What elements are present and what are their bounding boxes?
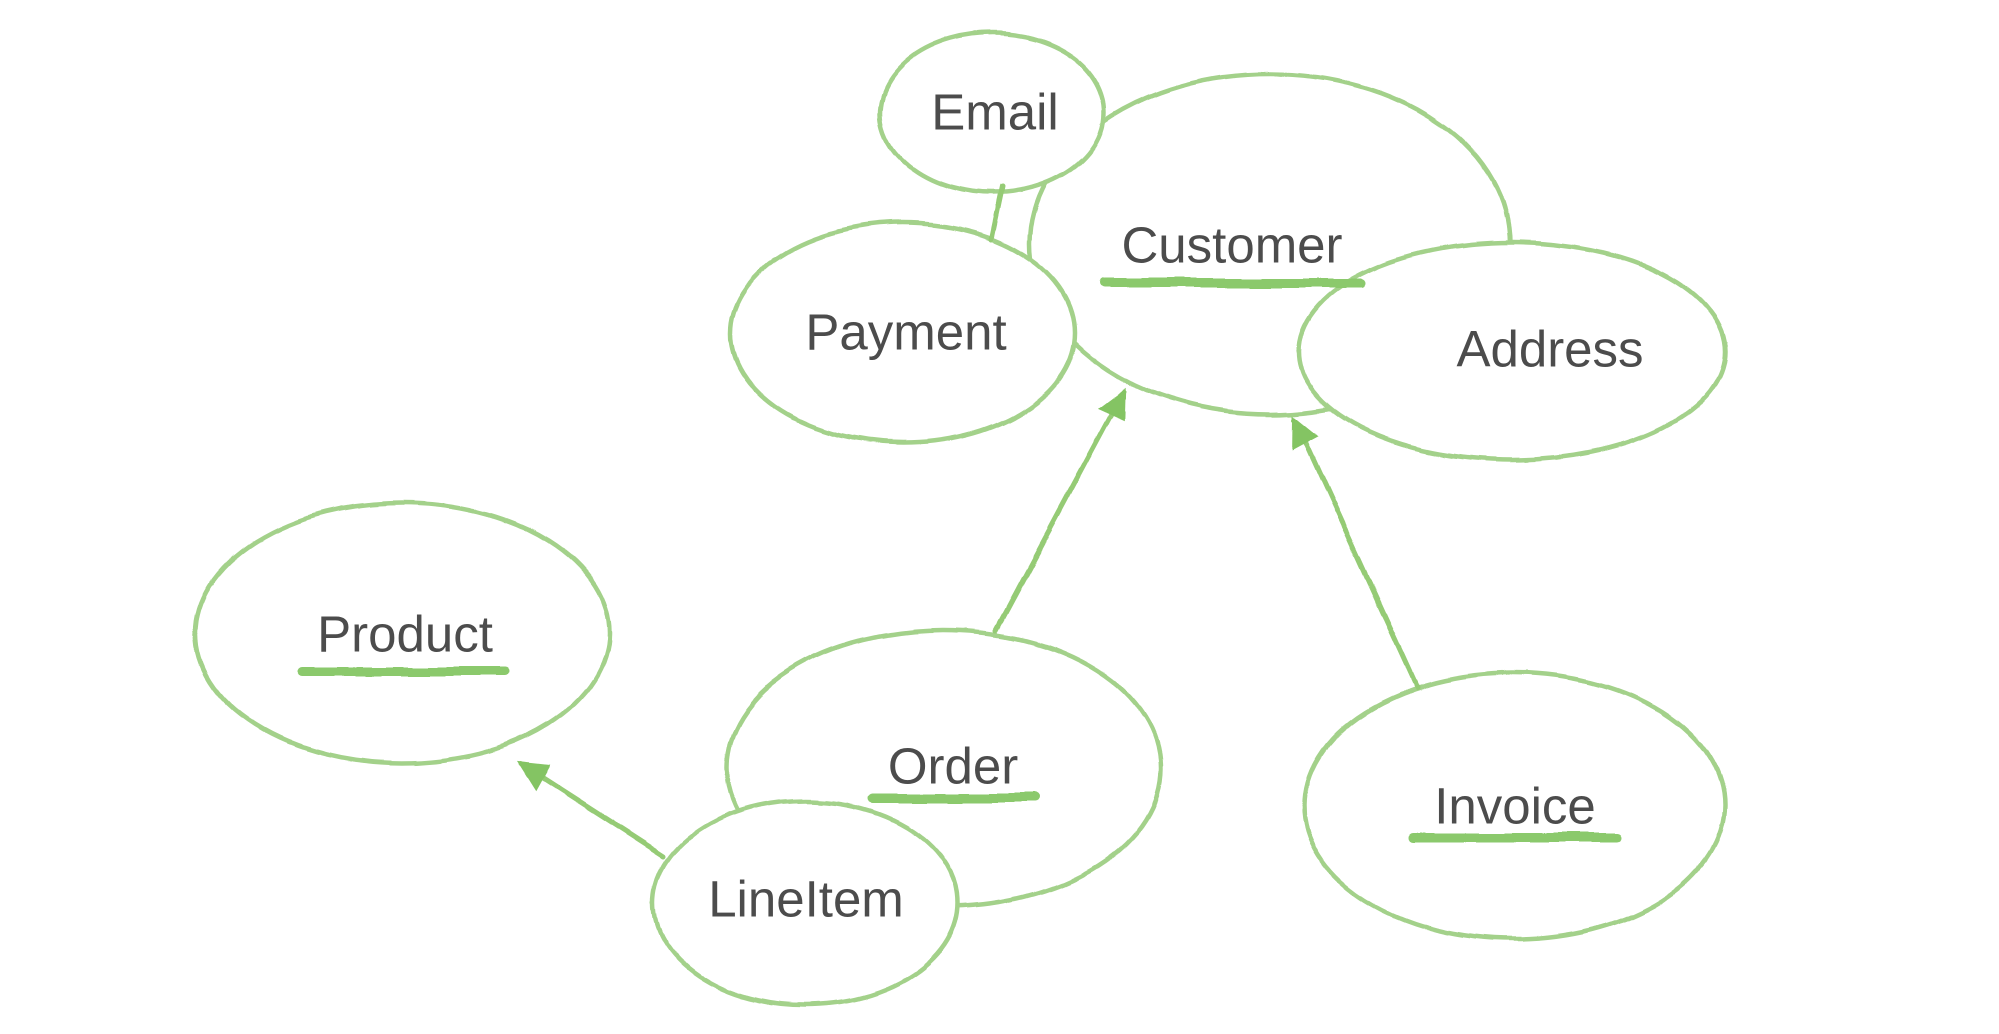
lineitem-label: LineItem [708,871,904,928]
lineitem-ellipse [651,798,961,1008]
edge-lineitem-product [516,761,667,859]
edge-invoice-customer [1292,414,1420,690]
labels-layer: Email Customer Payment Address Product O… [317,84,1643,928]
address-label: Address [1456,321,1643,378]
shapes-layer [192,30,1728,1008]
payment-ellipse [728,220,1078,446]
edge-email-payment [988,184,1005,242]
customer-label: Customer [1121,217,1342,274]
product-ellipse [192,500,612,766]
email-ellipse [877,30,1107,196]
invoice-label: Invoice [1434,778,1596,835]
order-label: Order [888,738,1018,795]
email-label: Email [931,84,1059,141]
invoice-ellipse [1301,670,1727,942]
product-label: Product [317,606,493,663]
address-ellipse [1296,239,1728,463]
edge-order-customer [993,386,1127,633]
payment-label: Payment [805,304,1006,361]
